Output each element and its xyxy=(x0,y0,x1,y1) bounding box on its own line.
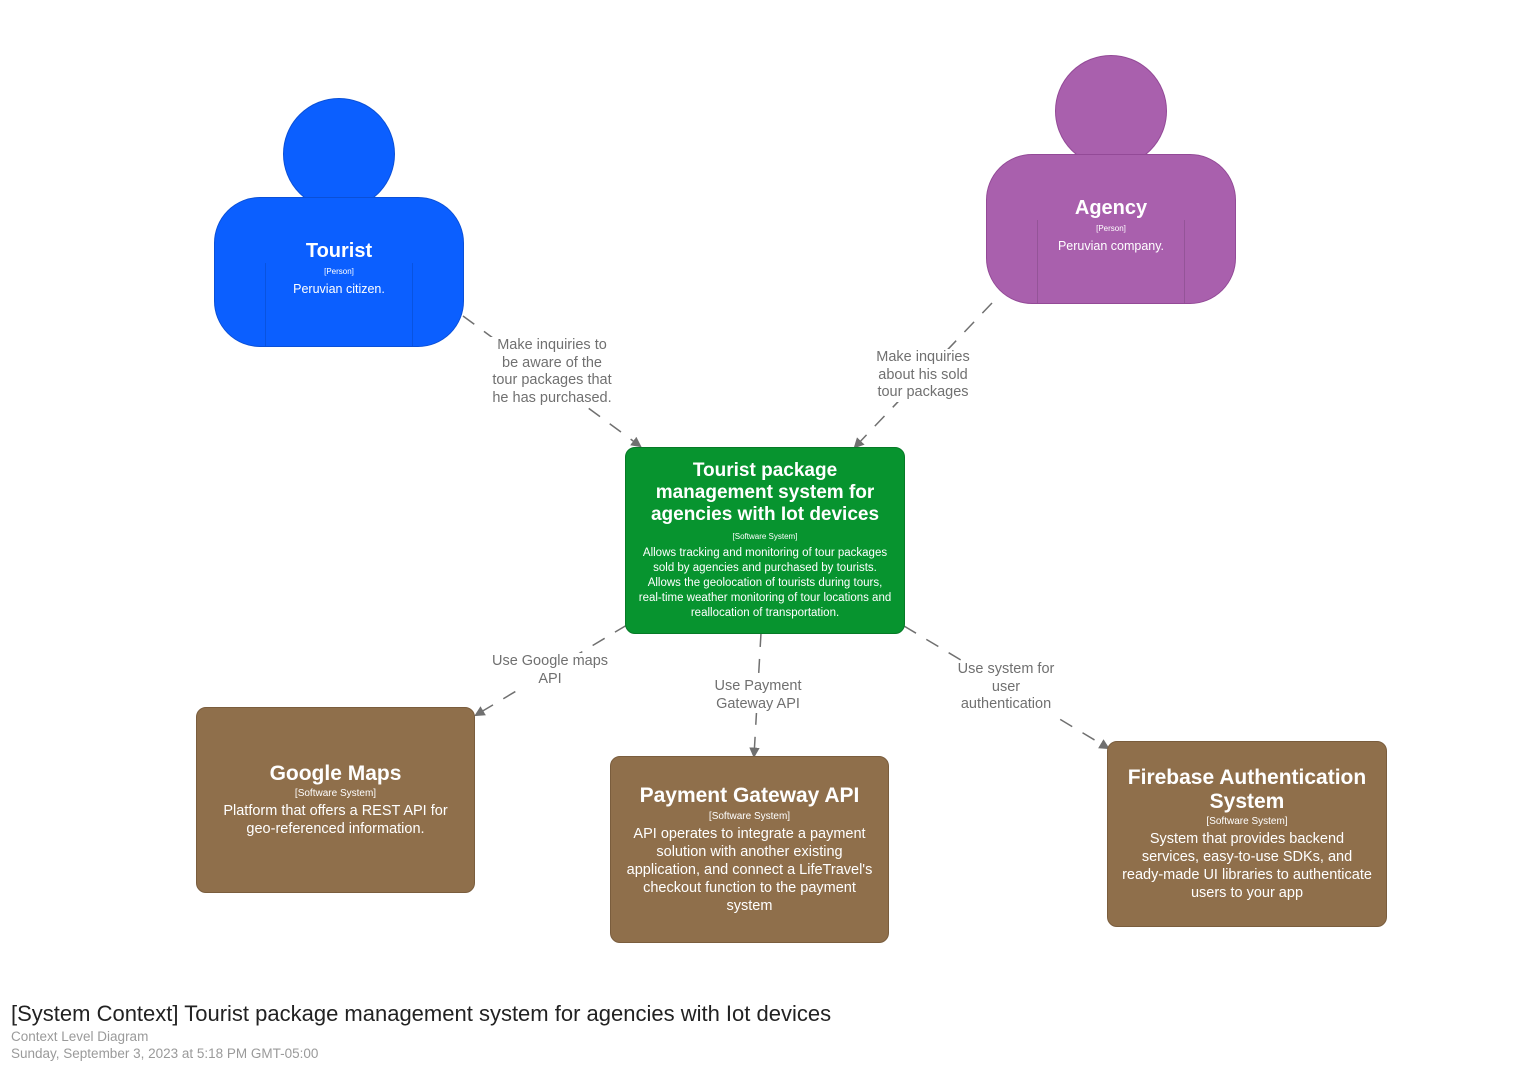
label-core-to-firebase: Use system for user authentication xyxy=(950,661,1062,714)
system-description: System that provides backend services, e… xyxy=(1122,831,1372,902)
system-type: [Software System] xyxy=(294,788,377,800)
system-google-maps[interactable]: Google Maps [Software System] Platform t… xyxy=(196,707,475,893)
person-agency[interactable]: Agency [Person] Peruvian company. xyxy=(986,55,1236,304)
person-head-icon xyxy=(1055,55,1167,167)
diagram-title: [System Context] Tourist package managem… xyxy=(11,1001,832,1026)
edge-agency-to-core[interactable] xyxy=(853,302,993,449)
person-description: Peruvian company. xyxy=(1057,239,1165,253)
label-core-to-payment: Use Payment Gateway API xyxy=(704,678,812,713)
person-name: Agency xyxy=(1074,197,1148,219)
person-body-lines xyxy=(1037,220,1185,303)
person-body: Tourist [Person] Peruvian citizen. xyxy=(214,197,464,347)
system-description: Platform that offers a REST API for geo-… xyxy=(223,803,448,838)
person-name: Tourist xyxy=(305,240,373,262)
diagram-footer: [System Context] Tourist package managem… xyxy=(11,1001,831,1061)
person-tourist[interactable]: Tourist [Person] Peruvian citizen. xyxy=(214,98,464,347)
person-type: [Person] xyxy=(1096,224,1126,233)
system-type: [Software System] xyxy=(708,810,791,822)
system-description: API operates to integrate a payment solu… xyxy=(626,825,873,914)
system-name: Firebase Authentication System xyxy=(1127,765,1367,813)
person-type: [Person] xyxy=(324,267,354,276)
person-body: Agency [Person] Peruvian company. xyxy=(986,154,1236,304)
diagram-date: Sunday, September 3, 2023 at 5:18 PM GMT… xyxy=(11,1046,319,1061)
edge-core-to-firebase[interactable] xyxy=(903,625,1110,750)
diagram-subtitle: Context Level Diagram xyxy=(11,1029,149,1044)
person-body-lines xyxy=(265,263,413,346)
system-description: Allows tracking and monitoring of tour p… xyxy=(638,547,892,619)
system-payment-gateway[interactable]: Payment Gateway API [Software System] AP… xyxy=(610,756,889,943)
system-type: [Software System] xyxy=(1206,816,1288,828)
label-agency-to-core: Make inquiries about his sold tour packa… xyxy=(866,349,980,402)
label-tourist-to-core: Make inquiries to be aware of the tour p… xyxy=(488,337,616,407)
system-core[interactable]: Tourist package management system for ag… xyxy=(625,447,905,634)
system-name: Tourist package management system for ag… xyxy=(650,460,880,525)
system-name: Payment Gateway API xyxy=(639,784,860,808)
system-firebase-auth[interactable]: Firebase Authentication System [Software… xyxy=(1107,741,1387,927)
person-description: Peruvian citizen. xyxy=(293,282,385,296)
label-core-to-maps: Use Google maps API xyxy=(486,653,614,688)
person-head-icon xyxy=(283,98,395,210)
system-name: Google Maps xyxy=(269,761,402,785)
system-type: [Software System] xyxy=(732,532,798,541)
